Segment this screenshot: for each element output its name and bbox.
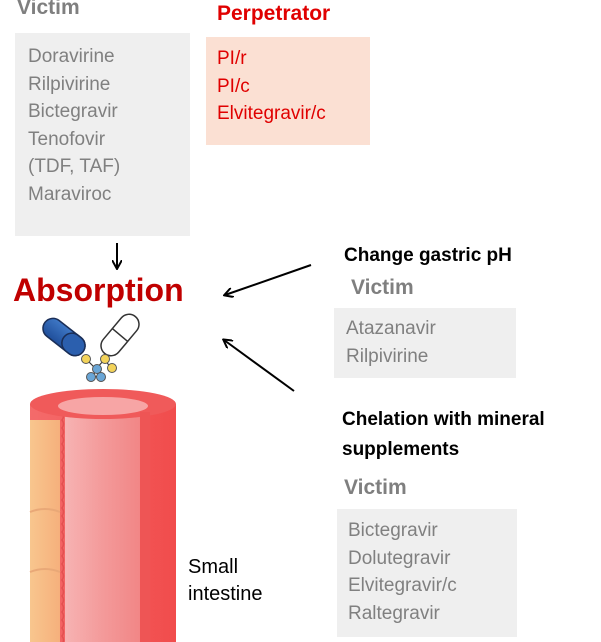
chelation-arrow-icon	[224, 340, 294, 391]
gastric-arrow-icon	[225, 265, 311, 295]
intestine-illustration	[30, 389, 176, 642]
pills-icon	[39, 310, 143, 381]
